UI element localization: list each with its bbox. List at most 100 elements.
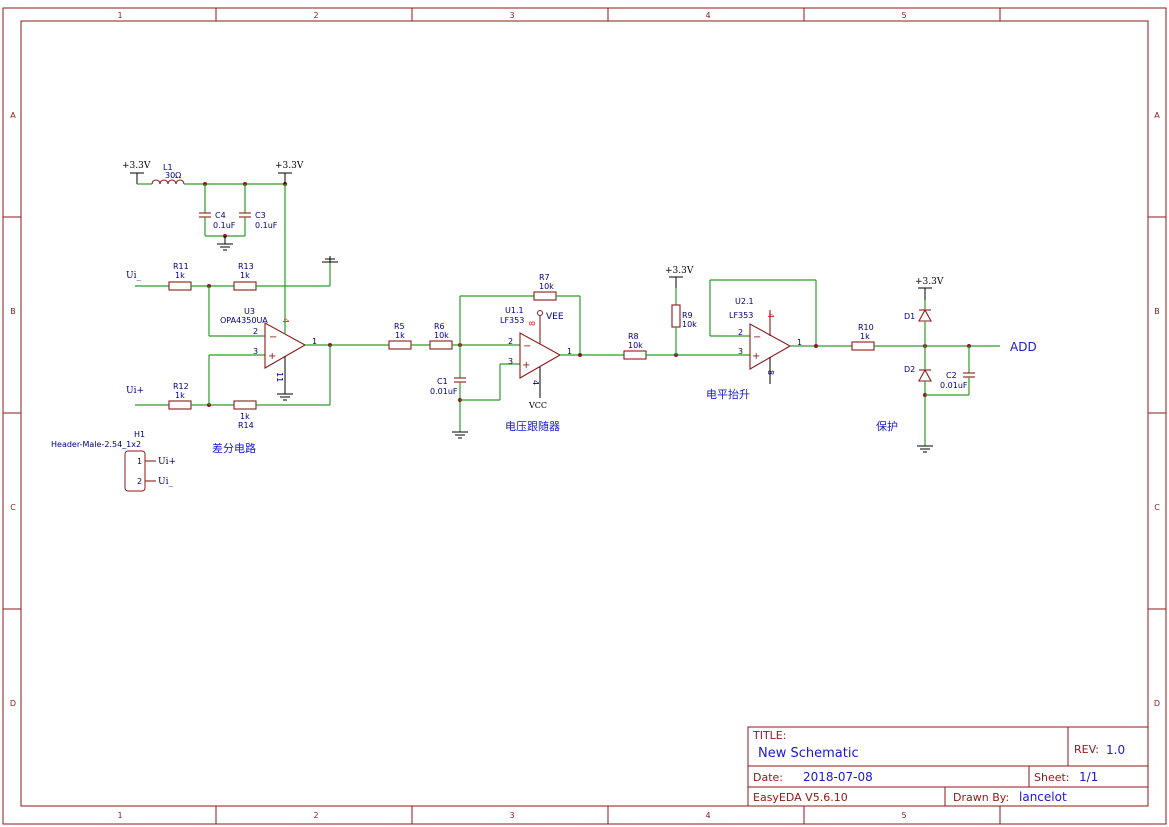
section-label-follower: 电压跟随器 bbox=[505, 419, 560, 433]
power-label-vcc: VCC bbox=[528, 401, 547, 410]
section-label-differential: 差分电路 bbox=[212, 441, 256, 455]
resistor-r9[interactable]: R9 10k bbox=[671, 304, 697, 329]
r9-value: 10k bbox=[682, 320, 697, 329]
power-label-vee: VEE bbox=[546, 312, 564, 322]
u3-plus-sign: + bbox=[268, 351, 276, 362]
power-symbol-r9[interactable]: +3.3V bbox=[665, 266, 694, 288]
protection-section: R10 1k ADD +3.3V D1 D2 bbox=[851, 277, 1037, 453]
title-block: TITLE: New Schematic REV: 1.0 Date: 2018… bbox=[747, 726, 1149, 807]
u1-minus-sign: − bbox=[523, 341, 531, 352]
c3-value: 0.1uF bbox=[255, 221, 278, 230]
header-h1[interactable]: H1 Header-Male-2.54_1x2 1 2 Ui+ Ui_ bbox=[51, 430, 176, 492]
r8-ref: R8 bbox=[628, 332, 639, 341]
col-label-bottom-3: 3 bbox=[509, 811, 514, 820]
resistor-r10[interactable]: R10 1k bbox=[851, 323, 875, 351]
level-shift-section: R8 10k +3.3V R9 10k − + U2.1 LF353 bbox=[623, 266, 852, 401]
r7-ref: R7 bbox=[539, 273, 550, 282]
opamp-u3[interactable]: − + U3 OPA4350UA 2 3 1 4 11 bbox=[220, 307, 317, 382]
power-symbol-l1[interactable]: +3.3V bbox=[122, 161, 151, 184]
c3-ref: C3 bbox=[255, 211, 266, 220]
row-label-left-c: C bbox=[10, 503, 16, 512]
r10-value: 1k bbox=[860, 332, 870, 341]
capacitor-c4[interactable]: C4 0.1uF bbox=[199, 184, 236, 236]
u1-ref: U1.1 bbox=[505, 306, 524, 315]
r5-ref: R5 bbox=[394, 322, 405, 331]
resistor-r5[interactable]: R5 1k bbox=[388, 322, 412, 350]
date-value: 2018-07-08 bbox=[803, 770, 873, 784]
date-key: Date: bbox=[753, 771, 783, 784]
row-label-left-b: B bbox=[10, 307, 16, 316]
diode-d2[interactable]: D2 bbox=[904, 365, 932, 382]
col-label-bottom-5: 5 bbox=[901, 811, 906, 820]
r5-value: 1k bbox=[395, 331, 405, 340]
u1-value: LF353 bbox=[500, 316, 524, 325]
grid-labels: 1 2 3 4 5 1 2 3 4 5 A B C D A B C D bbox=[10, 11, 1160, 820]
opamp-u2[interactable]: − + U2.1 LF353 2 3 1 4 8 bbox=[729, 297, 802, 375]
power-label-d1: +3.3V bbox=[915, 277, 944, 287]
c1-ref: C1 bbox=[437, 377, 448, 386]
rev-key: REV: bbox=[1074, 743, 1099, 756]
r14-value: 1k bbox=[240, 412, 250, 421]
resistor-r13[interactable]: R13 1k bbox=[233, 262, 257, 291]
l1-ref: L1 bbox=[163, 163, 173, 172]
d2-ref: D2 bbox=[904, 365, 915, 374]
row-label-right-d: D bbox=[1154, 699, 1160, 708]
section-label-protection: 保护 bbox=[876, 419, 898, 433]
sheet-key: Sheet: bbox=[1034, 771, 1070, 784]
capacitor-c3[interactable]: C3 0.1uF bbox=[239, 184, 278, 236]
ground-symbol-filter bbox=[217, 236, 233, 251]
power-label-r9: +3.3V bbox=[665, 266, 694, 276]
capacitor-c2[interactable]: C2 0.01uF bbox=[940, 346, 975, 395]
power-symbol-u3[interactable]: +3.3V bbox=[275, 161, 304, 184]
c2-ref: C2 bbox=[946, 371, 957, 380]
resistor-r14[interactable]: 1k R14 bbox=[233, 400, 257, 430]
u3-pin-1: 1 bbox=[312, 337, 317, 346]
opamp-u1[interactable]: − + U1.1 LF353 2 3 1 8 4 bbox=[500, 306, 572, 385]
r11-ref: R11 bbox=[173, 262, 189, 271]
col-label-top-3: 3 bbox=[509, 11, 514, 20]
l1-value: 30Ω bbox=[165, 171, 181, 180]
u3-pin-11: 11 bbox=[275, 372, 284, 382]
u3-minus-sign: − bbox=[269, 332, 277, 343]
r13-value: 1k bbox=[240, 271, 250, 280]
r7-value: 10k bbox=[539, 282, 554, 291]
net-label-ui-plus-in: Ui+ bbox=[126, 386, 144, 396]
col-label-bottom-4: 4 bbox=[705, 811, 710, 820]
net-label-ui-minus-in: Ui_ bbox=[126, 271, 141, 281]
power-symbol-d1[interactable]: +3.3V bbox=[915, 277, 944, 300]
r6-ref: R6 bbox=[434, 322, 445, 331]
u3-ref: U3 bbox=[244, 307, 255, 316]
diode-d1[interactable]: D1 bbox=[904, 308, 932, 322]
u3-pin-2: 2 bbox=[253, 327, 258, 336]
r12-value: 1k bbox=[175, 391, 185, 400]
u1-pin-3: 3 bbox=[508, 357, 513, 366]
resistor-r7[interactable]: R7 10k bbox=[533, 273, 557, 301]
inductor-l1[interactable]: L1 30Ω bbox=[151, 163, 185, 185]
h1-net-1: Ui+ bbox=[158, 457, 176, 467]
c2-value: 0.01uF bbox=[940, 381, 968, 390]
resistor-r8[interactable]: R8 10k bbox=[623, 332, 647, 360]
resistor-r12[interactable]: R12 1k bbox=[168, 382, 192, 410]
u1-pin-2: 2 bbox=[508, 337, 513, 346]
u2-plus-sign: + bbox=[752, 351, 760, 362]
resistor-r6[interactable]: R6 10k bbox=[429, 322, 453, 350]
c4-ref: C4 bbox=[215, 211, 226, 220]
section-label-level-shift: 电平抬升 bbox=[706, 387, 750, 401]
col-label-bottom-2: 2 bbox=[313, 811, 318, 820]
d1-ref: D1 bbox=[904, 312, 915, 321]
sheet-value: 1/1 bbox=[1079, 770, 1098, 784]
row-label-right-c: C bbox=[1154, 503, 1160, 512]
h1-pin-1: 1 bbox=[137, 457, 142, 466]
u2-minus-sign: − bbox=[753, 332, 761, 343]
u1-pin-8: 8 bbox=[528, 321, 537, 326]
u2-pin-3: 3 bbox=[738, 347, 743, 356]
u2-ref: U2.1 bbox=[735, 297, 754, 306]
resistor-r11[interactable]: R11 1k bbox=[168, 262, 192, 291]
u1-pin-1: 1 bbox=[567, 347, 572, 356]
u1-pin-4: 4 bbox=[531, 380, 540, 385]
follower-section: R5 1k R6 10k R7 10k C1 0.01uF bbox=[388, 273, 624, 439]
ground-symbol-u3 bbox=[277, 393, 293, 401]
u2-value: LF353 bbox=[729, 311, 753, 320]
ground-symbol-r13 bbox=[322, 256, 338, 263]
